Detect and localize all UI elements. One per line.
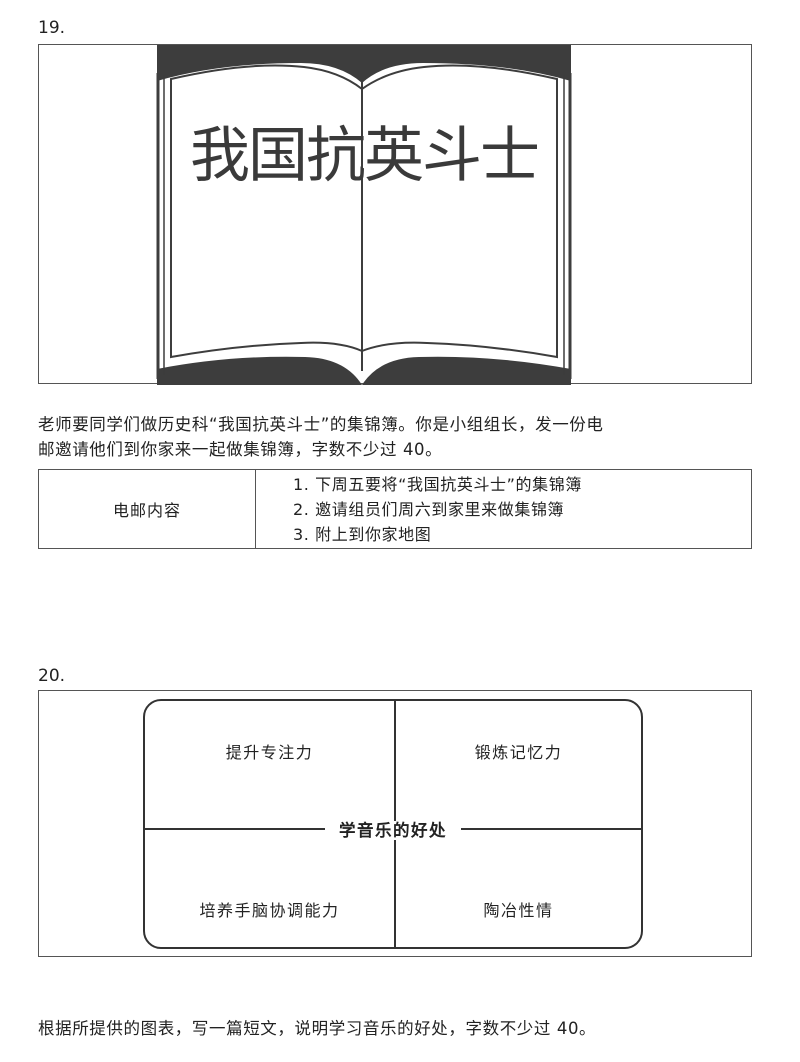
q19-instruction-line-1: 老师要同学们做历史科“我国抗英斗士”的集锦簿。你是小组组长，发一份电 [38, 415, 604, 434]
table-items-cell: 1. 下周五要将“我国抗英斗士”的集锦簿 2. 邀请组员们周六到家里来做集锦簿 … [293, 472, 582, 547]
book-illustration-frame: 我国抗英斗士 [38, 44, 752, 385]
q20-instruction: 根据所提供的图表，写一篇短文，说明学习音乐的好处，字数不少过 40。 [38, 1019, 597, 1038]
question-number-19: 19. [38, 18, 66, 38]
music-benefits-frame: 提升专注力 锻炼记忆力 培养手脑协调能力 陶冶性情 学音乐的好处 [38, 690, 752, 957]
table-item: 1. 下周五要将“我国抗英斗士”的集锦簿 [293, 475, 582, 494]
diagram-center-title: 学音乐的好处 [325, 821, 461, 840]
q19-instruction: 老师要同学们做历史科“我国抗英斗士”的集锦簿。你是小组组长，发一份电 邮邀请他们… [38, 412, 758, 462]
table-label-cell: 电邮内容 [39, 470, 256, 548]
book-title: 我国抗英斗士 [190, 121, 540, 191]
benefit-memory: 锻炼记忆力 [474, 743, 563, 762]
q19-instruction-line-2: 邮邀请他们到你家来一起做集锦簿，字数不少过 40。 [38, 440, 443, 459]
open-book-icon [156, 45, 572, 385]
email-content-table: 电邮内容 1. 下周五要将“我国抗英斗士”的集锦簿 2. 邀请组员们周六到家里来… [38, 469, 752, 549]
benefit-temperament: 陶冶性情 [483, 901, 554, 920]
benefits-diagram: 提升专注力 锻炼记忆力 培养手脑协调能力 陶冶性情 学音乐的好处 [143, 699, 643, 949]
table-item: 2. 邀请组员们周六到家里来做集锦簿 [293, 500, 565, 519]
benefit-coordination: 培养手脑协调能力 [199, 901, 340, 920]
benefit-focus: 提升专注力 [225, 743, 314, 762]
question-number-20: 20. [38, 666, 66, 686]
table-item: 3. 附上到你家地图 [293, 525, 432, 544]
